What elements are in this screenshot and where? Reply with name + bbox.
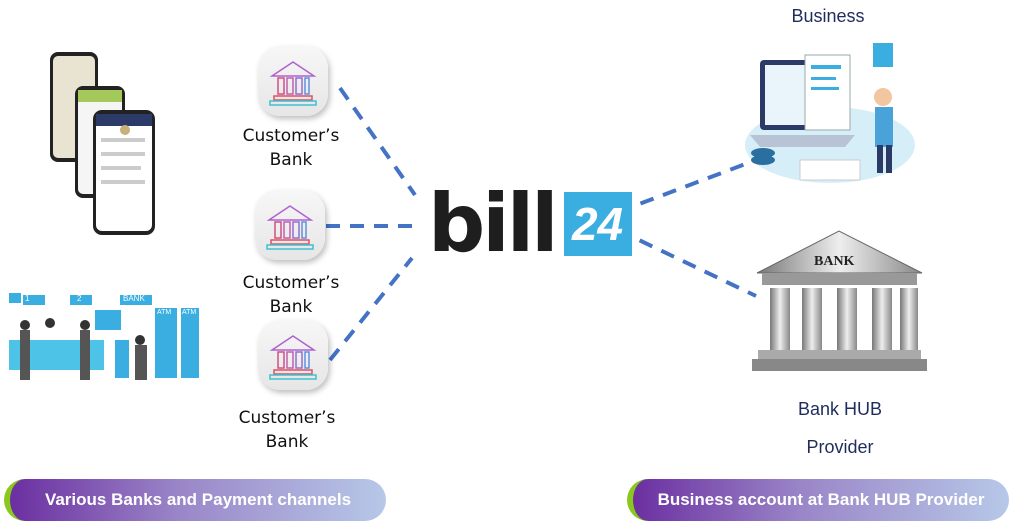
lobby-sign-2: 2 [77, 294, 82, 303]
business-title: Business [791, 6, 865, 26]
dash-line-bank1 [338, 86, 417, 197]
business-account-bank-hub-pill: Business account at Bank HUB Provider [627, 479, 1009, 521]
customer-bank-icon-1 [258, 46, 328, 116]
atm-sign-2: ATM [182, 309, 197, 316]
bank-hub-building-illustration: BANK [752, 228, 927, 373]
customer-bank-icon-3 [258, 320, 328, 390]
bill24-logo: bill 24 [428, 184, 632, 264]
bank-sign: BANK [814, 254, 855, 269]
lobby-sign-1: 1 [25, 294, 30, 303]
dash-line-business [617, 158, 757, 214]
customer-bank-icon-2 [255, 190, 325, 260]
various-banks-channels-pill: Various Banks and Payment channels [4, 479, 386, 521]
lobby-sign-bank: BANK [123, 294, 145, 303]
mobile-app-phones-illustration [50, 52, 155, 235]
bank-lobby-illustration: 1 2 BANK ATM ATM [5, 290, 200, 385]
dash-line-bankhub [617, 228, 757, 298]
atm-sign-1: ATM [157, 309, 172, 316]
business-invoice-illustration [745, 43, 915, 183]
bill24-logo-badge: 24 [563, 192, 632, 256]
dash-line-bank3 [328, 256, 414, 362]
